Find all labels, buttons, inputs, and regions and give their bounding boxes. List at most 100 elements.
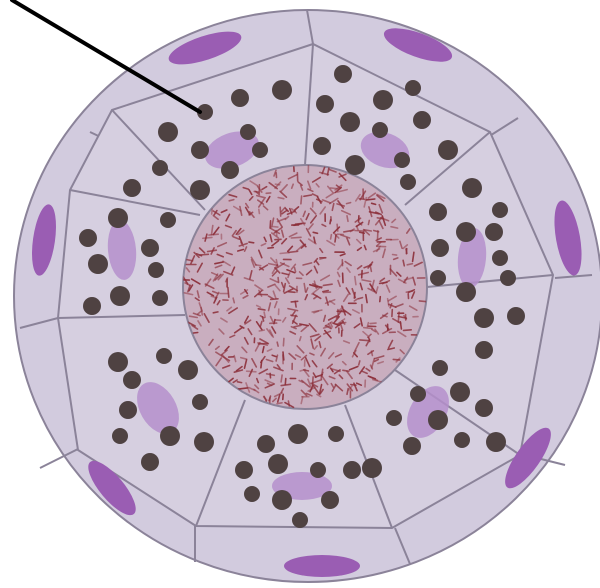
- granule: [235, 461, 253, 479]
- granule: [438, 140, 458, 160]
- lumen-fiber: [393, 359, 400, 360]
- granule: [108, 208, 128, 228]
- lumen-fiber: [249, 242, 254, 243]
- lumen-fiber: [203, 237, 212, 238]
- granule: [160, 212, 176, 228]
- lumen-fiber: [270, 221, 271, 228]
- granule: [492, 202, 508, 218]
- lumen-fiber: [283, 338, 284, 345]
- granule: [334, 65, 352, 83]
- granule: [400, 174, 416, 190]
- lumen-fiber: [295, 301, 296, 307]
- lumen-fiber: [283, 352, 284, 360]
- granule: [158, 122, 178, 142]
- lumen-fiber: [261, 361, 262, 368]
- granule: [405, 80, 421, 96]
- granule: [321, 491, 339, 509]
- lumen-fiber: [291, 237, 301, 238]
- granule: [362, 458, 382, 478]
- lumen-fiber: [228, 288, 229, 298]
- granule: [288, 424, 308, 444]
- granule: [112, 428, 128, 444]
- granule: [178, 360, 198, 380]
- lumen-fiber: [296, 223, 306, 224]
- lumen-fiber: [364, 328, 372, 329]
- lumen-fiber: [337, 224, 338, 231]
- granule: [221, 161, 239, 179]
- lumen-fiber: [404, 330, 412, 331]
- granule: [432, 360, 448, 376]
- granule: [410, 386, 426, 402]
- granule: [316, 95, 334, 113]
- granule: [456, 222, 476, 242]
- granule: [462, 178, 482, 198]
- granule: [313, 137, 331, 155]
- lumen-fiber: [351, 385, 356, 386]
- lumen-fiber: [259, 330, 264, 331]
- granule: [474, 308, 494, 328]
- granule: [268, 454, 288, 474]
- lumen-fiber: [285, 379, 286, 385]
- granule: [429, 203, 447, 221]
- lumen-fiber: [295, 268, 296, 272]
- granule: [123, 179, 141, 197]
- granule: [492, 250, 508, 266]
- lumen-fiber: [313, 232, 317, 233]
- lumen-fiber: [380, 297, 381, 302]
- granule: [152, 290, 168, 306]
- granule: [413, 111, 431, 129]
- granule: [430, 270, 446, 286]
- granule: [123, 371, 141, 389]
- granule: [252, 142, 268, 158]
- lumen-fiber: [264, 312, 265, 317]
- lumen-fiber: [259, 209, 260, 213]
- granule: [148, 262, 164, 278]
- lumen-fiber: [238, 382, 242, 383]
- granule: [431, 239, 449, 257]
- lumen-fiber: [274, 320, 275, 324]
- granule: [244, 486, 260, 502]
- lumen-fiber: [275, 184, 279, 185]
- granule: [500, 270, 516, 286]
- lumen-fiber: [330, 188, 338, 189]
- lumen-fiber: [254, 191, 258, 192]
- granule: [108, 352, 128, 372]
- lumen-fiber: [281, 375, 282, 382]
- lumen-fiber: [347, 203, 351, 204]
- lumen-fiber: [277, 342, 278, 346]
- lumen-fiber: [360, 232, 365, 233]
- granule: [328, 426, 344, 442]
- granule: [192, 394, 208, 410]
- lumen-fiber: [359, 199, 364, 200]
- lumen-fiber: [331, 235, 332, 239]
- lumen-fiber: [372, 203, 376, 204]
- granule: [191, 141, 209, 159]
- lumen-fiber: [355, 277, 356, 285]
- granule: [428, 410, 448, 430]
- granule: [257, 435, 275, 453]
- granule: [454, 432, 470, 448]
- granule: [152, 160, 168, 176]
- granule: [141, 453, 159, 471]
- lumen-fiber: [367, 323, 368, 327]
- granule: [475, 341, 493, 359]
- lumen-fiber: [268, 248, 273, 249]
- granule: [272, 80, 292, 100]
- lumen-fiber: [393, 255, 397, 256]
- granule: [486, 432, 506, 452]
- lumen-fiber: [194, 333, 198, 334]
- lumen-fiber: [370, 323, 376, 324]
- granule: [507, 307, 525, 325]
- granule: [272, 490, 292, 510]
- lumen-fiber: [280, 207, 281, 216]
- lumen-fiber: [359, 361, 360, 365]
- granule: [450, 382, 470, 402]
- granule: [373, 90, 393, 110]
- granule: [141, 239, 159, 257]
- lumen-fiber: [355, 231, 364, 232]
- lumen-fiber: [366, 199, 375, 200]
- lumen-fiber: [313, 377, 314, 386]
- lumen-fiber: [354, 293, 355, 299]
